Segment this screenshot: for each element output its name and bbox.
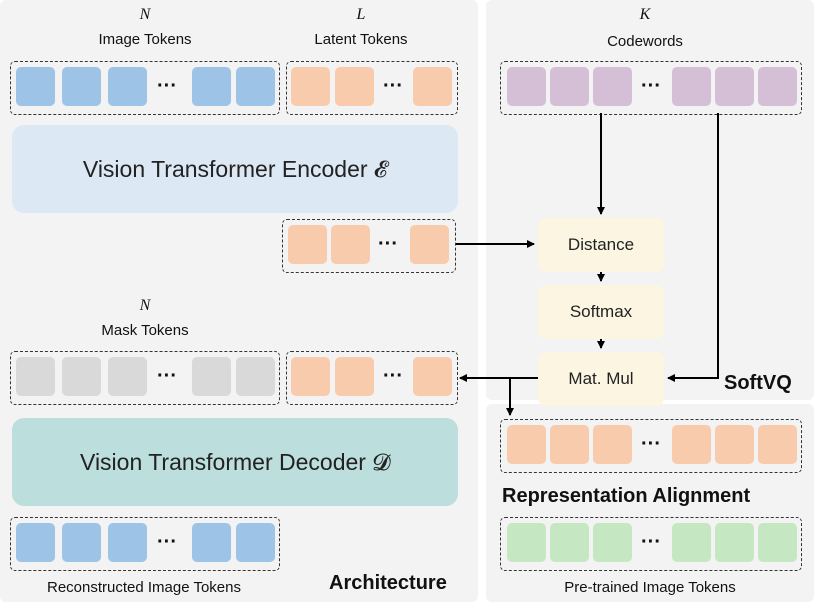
mask-tokens-count-label: N [139, 297, 151, 314]
image-token [108, 67, 147, 106]
ellipsis: ··· [157, 531, 177, 553]
pretrained-token [593, 523, 632, 562]
latent-token [291, 357, 330, 396]
codeword [507, 67, 546, 106]
alignment-title: Representation Alignment [502, 485, 751, 507]
image-tokens-group [10, 61, 280, 115]
encoder-block: Vision Transformer Encoder 𝓔 [12, 125, 458, 213]
image-token [236, 67, 275, 106]
image-token [192, 523, 231, 562]
encoded-latent-group [282, 219, 456, 273]
arrow-codewords-to-matmul [667, 113, 719, 382]
reconstructed-tokens-group [10, 517, 280, 571]
pretrained-token [672, 523, 711, 562]
ellipsis: ··· [157, 75, 177, 97]
latent-token [507, 425, 546, 464]
ellipsis: ··· [641, 531, 661, 553]
mask-token [192, 357, 231, 396]
pretrained-token [507, 523, 546, 562]
latent-tokens-group [286, 61, 458, 115]
latent-token [413, 357, 452, 396]
latent-tokens-count-label: L [356, 6, 366, 23]
codeword [593, 67, 632, 106]
latent-token [331, 225, 370, 264]
softvq-title: SoftVQ [724, 372, 792, 394]
architecture-title: Architecture [329, 572, 447, 594]
latent-token [288, 225, 327, 264]
mask-token [62, 357, 101, 396]
latent-token [291, 67, 330, 106]
mask-token [236, 357, 275, 396]
image-token [192, 67, 231, 106]
image-token [62, 67, 101, 106]
ellipsis: ··· [641, 75, 661, 97]
codeword [715, 67, 754, 106]
ellipsis: ··· [378, 233, 398, 255]
latent-token [335, 67, 374, 106]
codewords-label: Codewords [607, 33, 683, 50]
projected-tokens-group [500, 419, 802, 473]
image-token [236, 523, 275, 562]
codeword [672, 67, 711, 106]
pretrained-tokens-group [500, 517, 802, 571]
latent-token [335, 357, 374, 396]
ellipsis: ··· [383, 365, 403, 387]
image-tokens-label: Image Tokens [98, 31, 192, 48]
mask-tokens-label: Mask Tokens [101, 322, 189, 339]
codewords-count-label: K [639, 6, 651, 23]
reconstructed-tokens-label: Reconstructed Image Tokens [47, 579, 241, 596]
latent-token [550, 425, 589, 464]
codeword [758, 67, 797, 106]
latent-token [672, 425, 711, 464]
latent-tokens-label: Latent Tokens [314, 31, 408, 48]
decoder-block: Vision Transformer Decoder 𝓓 [12, 418, 458, 506]
mask-token [16, 357, 55, 396]
latent-token [758, 425, 797, 464]
ellipsis: ··· [641, 433, 661, 455]
image-token [108, 523, 147, 562]
pretrained-token [758, 523, 797, 562]
pretrained-token [715, 523, 754, 562]
ellipsis: ··· [383, 75, 403, 97]
softmax-op: Softmax [538, 285, 664, 339]
image-token [62, 523, 101, 562]
matmul-op: Mat. Mul [538, 352, 664, 406]
mask-token [108, 357, 147, 396]
ellipsis: ··· [157, 365, 177, 387]
latent-token [410, 225, 449, 264]
codewords-group [500, 61, 802, 115]
latent-token [413, 67, 452, 106]
latent-token [593, 425, 632, 464]
codeword [550, 67, 589, 106]
pretrained-tokens-label: Pre-trained Image Tokens [564, 579, 736, 596]
latent-token [715, 425, 754, 464]
distance-op: Distance [538, 218, 664, 272]
pretrained-token [550, 523, 589, 562]
mask-tokens-group [10, 351, 280, 405]
image-token [16, 67, 55, 106]
image-token [16, 523, 55, 562]
quantized-latent-group [286, 351, 458, 405]
image-tokens-count-label: N [139, 6, 151, 23]
